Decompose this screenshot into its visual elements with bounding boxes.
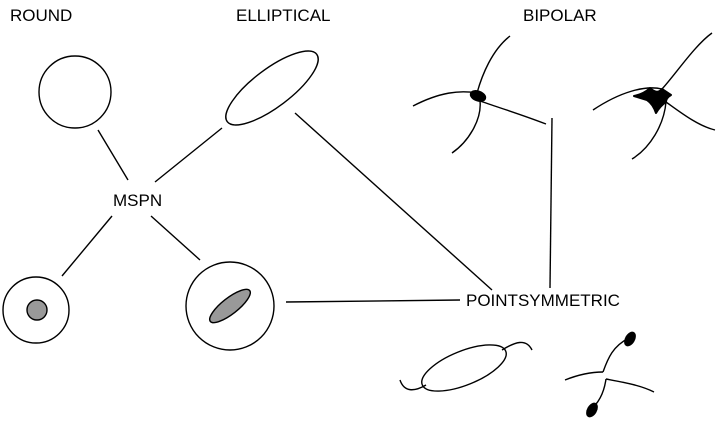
connector-lines [61, 112, 553, 303]
round-core-fill [26, 299, 48, 321]
round-core-nebula [2, 276, 70, 344]
label-bipolar: BIPOLAR [523, 6, 597, 25]
bipolar-small-waist [469, 90, 487, 102]
bipolar-large-waist [633, 87, 672, 114]
line-elliptical-pointsymmetric [294, 112, 493, 291]
pointsymmetric-nebula-ellipse [399, 341, 533, 392]
bipolar-nebula-large [592, 32, 716, 160]
bipolar-nebula-small [412, 35, 547, 154]
line-bipolar-pointsymmetric [549, 117, 553, 289]
label-elliptical: ELLIPTICAL [236, 6, 331, 25]
label-pointsymmetric: POINTSYMMETRIC [466, 291, 620, 310]
pointsymmetric-blob-bottom [586, 402, 598, 418]
elliptical-nebula-shape [225, 50, 319, 126]
label-mspn: MSPN [113, 191, 162, 210]
line-mspn-round-core [61, 215, 113, 277]
label-round: ROUND [10, 6, 72, 25]
line-mspn-pointsymmetric [285, 299, 461, 303]
elliptical-core-nebula [185, 261, 275, 351]
round-nebula-shape [38, 55, 112, 129]
pointsymmetric-blob-top [624, 331, 636, 347]
line-elliptical-mspn [154, 127, 223, 183]
pointsymmetric-nebula-s-shape [564, 331, 655, 418]
line-round-mspn [97, 129, 129, 181]
line-mspn-elliptical-core [150, 215, 201, 261]
elliptical-core-fill [208, 288, 252, 324]
